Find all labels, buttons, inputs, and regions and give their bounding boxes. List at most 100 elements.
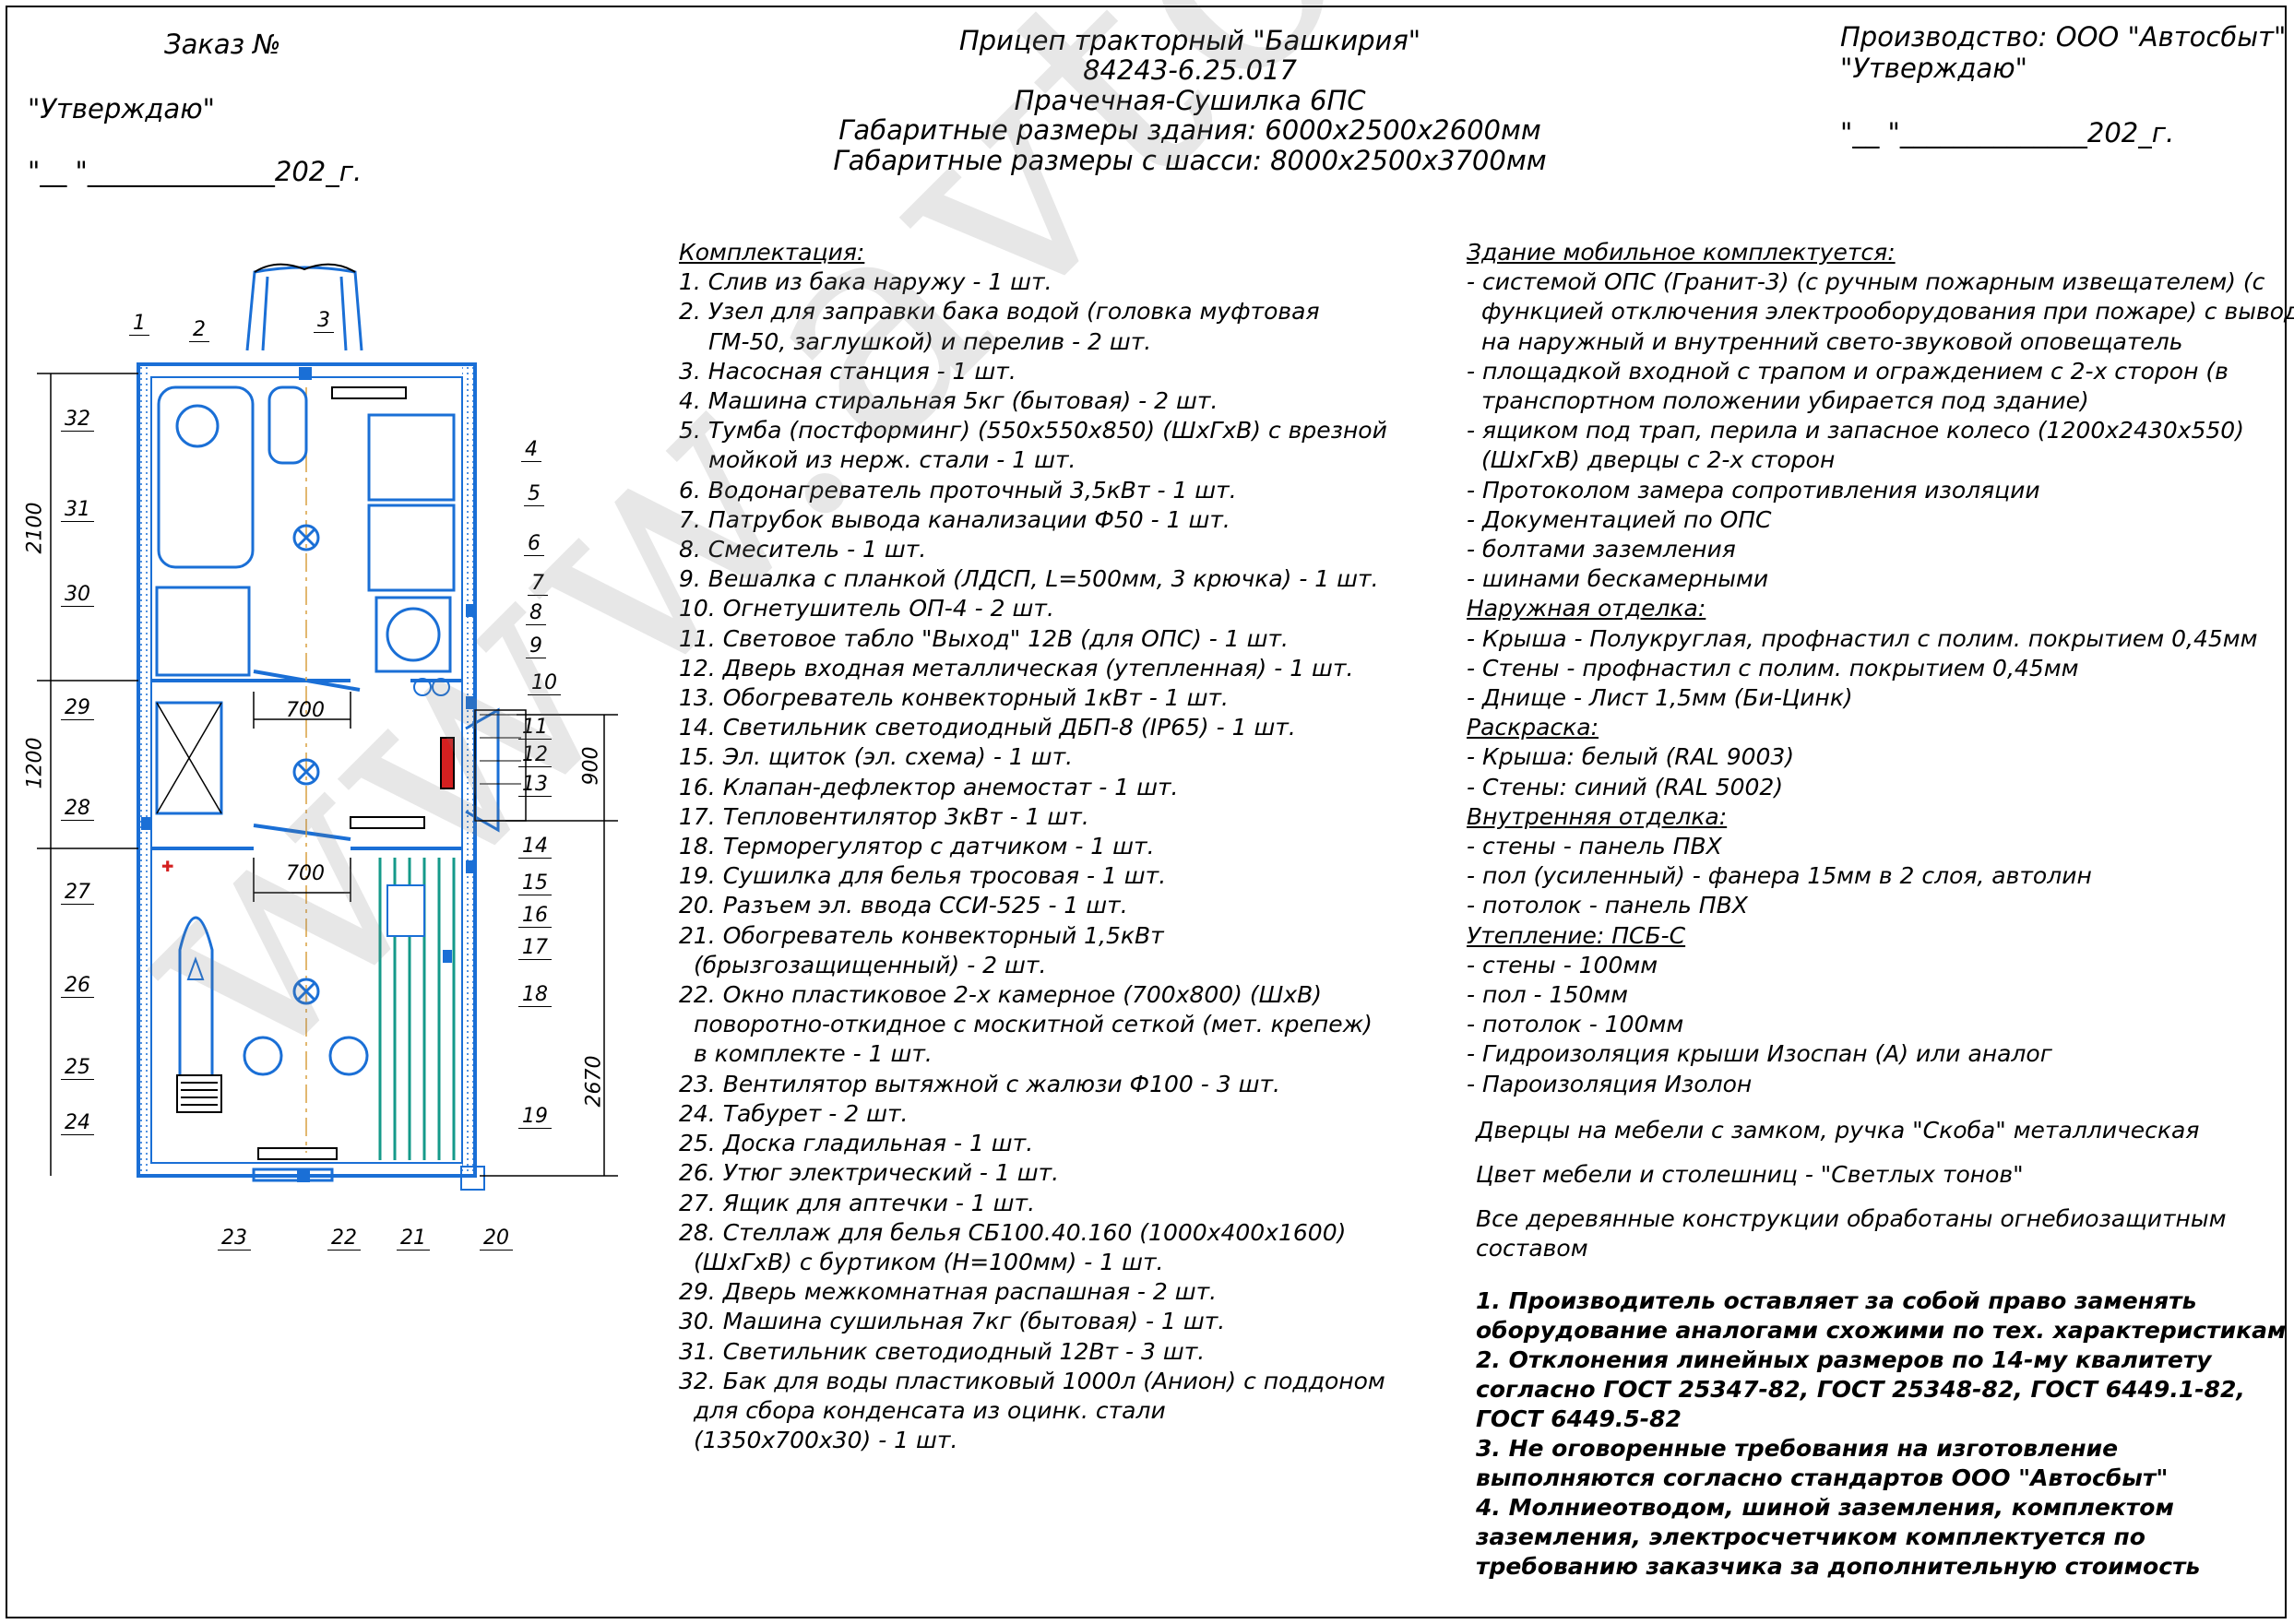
insulation-line: - Гидроизоляция крыши Изоспан (А) или ан…	[1467, 1040, 2052, 1068]
equipment-line: 2. Узел для заправки бака водой (головка…	[679, 298, 1320, 326]
building-line: на наружный и внутренний свето-звуковой …	[1481, 327, 2183, 355]
wall-hatch-right	[462, 364, 475, 1176]
equipment-line: (ШхГхВ) с буртиком (Н=100мм) - 1 шт.	[694, 1248, 1164, 1275]
callout-18: 18	[518, 983, 552, 1007]
ceiling-light-icon	[292, 758, 320, 786]
furniture-doors-note: Дверцы на мебели с замком, ручка "Скоба"…	[1476, 1117, 2200, 1144]
callout-14: 14	[518, 835, 552, 859]
callout-32: 32	[61, 408, 94, 432]
title-line-3: Прачечная-Сушилка 6ПС	[1014, 84, 1366, 116]
dimension-2100: 2100	[23, 502, 47, 554]
building-heading: Здание мобильное комплектуется:	[1467, 239, 1896, 266]
producer-label: Производство: ООО "Автосбыт"	[1840, 21, 2287, 53]
equipment-line: 28. Стеллаж для белья СБ100.40.160 (1000…	[679, 1218, 1347, 1246]
equipment-line: 22. Окно пластиковое 2-х камерное (700x8…	[679, 981, 1323, 1009]
heater-grille-icon	[176, 1074, 222, 1113]
electrical-panel	[440, 737, 455, 789]
equipment-line: 32. Бак для воды пластиковый 1000л (Анио…	[679, 1367, 1385, 1394]
laundry-shelf	[155, 701, 223, 815]
power-connector-box	[460, 1166, 485, 1191]
tank-hatch	[175, 404, 220, 448]
approve-date-right: "__ "______________202_г.	[1840, 117, 2175, 148]
washing-machine-1	[367, 413, 456, 502]
sink-cabinet	[374, 596, 452, 673]
building-line: - площадкой входной с трапом и ограждени…	[1467, 357, 2229, 385]
first-aid-icon: ✚	[161, 858, 173, 875]
approve-label-left: "Утверждаю"	[28, 93, 215, 124]
building-specs: Здание мобильное комплектуется: - систем…	[1467, 238, 2294, 1099]
callout-29: 29	[61, 696, 94, 720]
note-4: 4. Молниеотводом, шиной заземления, комп…	[1476, 1494, 2201, 1580]
title-line-2: 84243-6.25.017	[1083, 54, 1297, 87]
insulation-heading: Утепление: ПСБ-С	[1467, 921, 1686, 949]
callout-12: 12	[518, 743, 552, 767]
wall-marker	[466, 860, 475, 873]
equipment-line: 1. Слив из бака наружу - 1 шт.	[679, 268, 1052, 296]
equipment-line: 10. Огнетушитель ОП-4 - 2 шт.	[679, 595, 1054, 622]
callout-31: 31	[61, 498, 94, 522]
paint-heading: Раскраска:	[1467, 714, 1599, 741]
callout-21: 21	[397, 1227, 430, 1251]
callout-13: 13	[518, 773, 552, 797]
ceiling-light-icon	[292, 524, 320, 551]
stool	[243, 1036, 283, 1076]
dimension-lines	[37, 373, 618, 1177]
wood-treatment-note-1: Все деревянные конструкции обработаны ог…	[1476, 1205, 2227, 1232]
building-line: - Протоколом замера сопротивления изоляц…	[1467, 476, 2040, 504]
window	[252, 1168, 334, 1182]
shelf-cross	[156, 702, 222, 814]
equipment-line: 9. Вешалка с планкой (ЛДСП, L=500мм, 3 к…	[679, 565, 1379, 593]
callout-4: 4	[521, 438, 541, 462]
callout-20: 20	[480, 1227, 513, 1251]
callout-1: 1	[129, 312, 149, 336]
trap-top	[254, 263, 356, 273]
equipment-line: для сбора конденсата из оцинк. стали	[694, 1396, 1166, 1424]
building-line: - Документацией по ОПС	[1467, 505, 1772, 533]
drawing-frame	[6, 6, 2287, 1618]
equipment-line: 16. Клапан-дефлектор анемостат - 1 шт.	[679, 773, 1179, 800]
callout-30: 30	[61, 583, 94, 607]
approve-date-left: "__ "______________202_г.	[28, 156, 363, 187]
equipment-line: 21. Обогреватель конвекторный 1,5кВт	[679, 921, 1164, 949]
equipment-line: 17. Тепловентилятор 3кВт - 1 шт.	[679, 802, 1089, 830]
outer-finish-line: - Крыша - Полукруглая, профнастил с поли…	[1467, 624, 2258, 652]
callout-2: 2	[189, 318, 209, 342]
equipment-line: (брызгозащищенный) - 2 шт.	[694, 951, 1047, 978]
wall-marker	[466, 696, 475, 709]
callout-22: 22	[327, 1227, 361, 1251]
equipment-line: ГМ-50, заглушкой) и перелив - 2 шт.	[708, 327, 1152, 355]
building-line: - болтами заземления	[1467, 536, 1736, 563]
equipment-line: 5. Тумба (постформинг) (550x550x850) (Шх…	[679, 417, 1387, 445]
water-tank	[157, 385, 255, 569]
equipment-heading: Комплектация:	[679, 239, 865, 266]
drawing-title: Прицеп тракторный "Башкирия" 84243-6.25.…	[793, 26, 1587, 176]
platform-steps	[480, 714, 521, 785]
callout-24: 24	[61, 1111, 94, 1135]
callout-25: 25	[61, 1056, 94, 1080]
callout-26: 26	[61, 974, 94, 998]
outer-finish-line: - Днище - Лист 1,5мм (Би-Цинк)	[1467, 684, 1853, 712]
equipment-line: 31. Светильник светодиодный 12Вт - 3 шт.	[679, 1337, 1206, 1365]
ceiling-light-bottom	[257, 1147, 338, 1160]
note-1: 1. Производитель оставляет за собой прав…	[1476, 1287, 2287, 1344]
callout-3: 3	[314, 309, 334, 333]
callout-15: 15	[518, 871, 552, 895]
stool	[328, 1036, 369, 1076]
equipment-line: 3. Насосная станция - 1 шт.	[679, 357, 1016, 385]
callout-23: 23	[218, 1227, 251, 1251]
furniture-color-note: Цвет мебели и столешниц - "Светлых тонов…	[1476, 1161, 2024, 1188]
exhaust-fan-icon	[297, 1169, 310, 1182]
hanger-hook	[432, 678, 450, 696]
equipment-line: в комплекте - 1 шт.	[694, 1040, 933, 1068]
callout-19: 19	[518, 1105, 552, 1129]
equipment-line: 19. Сушилка для белья тросовая - 1 шт.	[679, 862, 1167, 890]
equipment-line: 24. Табурет - 2 шт.	[679, 1099, 909, 1127]
note-3: 3. Не оговоренные требования на изготовл…	[1476, 1435, 2169, 1491]
dimension-700-door2: 700	[286, 862, 325, 885]
building-line: - ящиком под трап, перила и запасное кол…	[1467, 417, 2244, 445]
inner-finish-line: - пол (усиленный) - фанера 15мм в 2 слоя…	[1467, 862, 2092, 890]
callout-5: 5	[524, 482, 544, 506]
trap-rails	[261, 276, 348, 351]
equipment-line: 8. Смеситель - 1 шт.	[679, 536, 927, 563]
washing-machine-2	[367, 504, 456, 592]
